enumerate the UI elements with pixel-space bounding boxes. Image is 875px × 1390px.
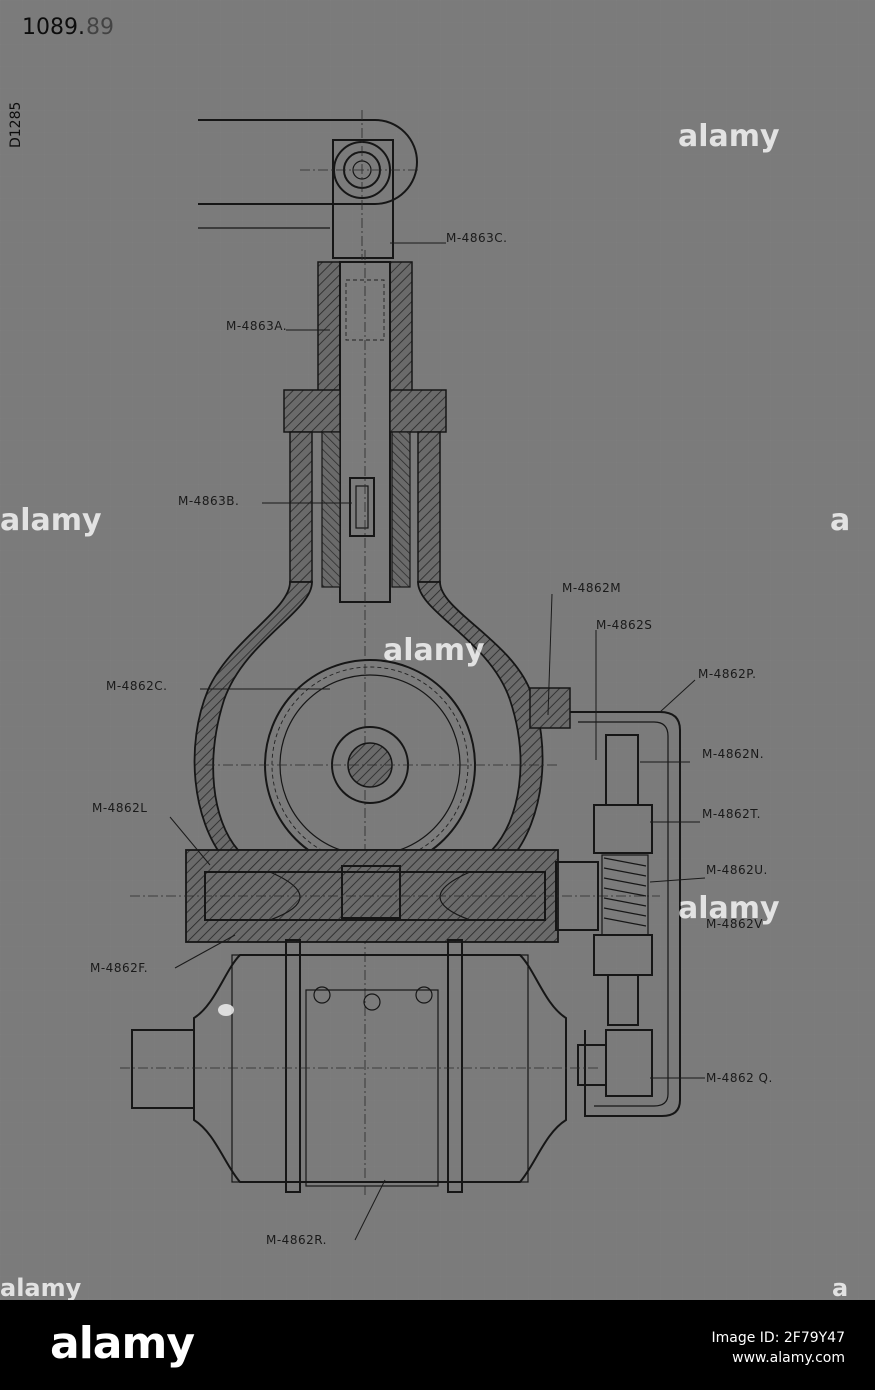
watermark-bottom-right: a xyxy=(832,1274,848,1300)
label-m4862c: M-4862C. xyxy=(106,679,167,693)
image-id-text: Image ID: 2F79Y47 xyxy=(711,1330,845,1346)
gear-casing xyxy=(193,581,571,871)
label-m4862n: M-4862N. xyxy=(702,747,764,761)
label-m4862f: M-4862F. xyxy=(90,961,148,975)
watermark-lower: alamy xyxy=(678,891,780,926)
label-m4863a: M-4863A. xyxy=(226,319,287,333)
motor xyxy=(120,939,600,1193)
blueprint-sheet: 1089. 89 D1285 xyxy=(0,0,875,1300)
watermark-right: a xyxy=(830,503,850,538)
mechanical-drawing: 1089. 89 D1285 xyxy=(0,0,875,1300)
footer-logo: alamy xyxy=(50,1318,195,1369)
label-m4862p: M-4862P. xyxy=(698,667,756,681)
sheet-number-faint: 89 xyxy=(86,15,114,40)
watermark-bottom-left: alamy xyxy=(0,1274,82,1300)
watermark-center: alamy xyxy=(383,633,485,668)
watermark-layer: alamy alamy alamy a alamy alamy a xyxy=(0,119,850,1300)
label-m4862t: M-4862T. xyxy=(702,807,761,821)
site-url-text: www.alamy.com xyxy=(732,1350,845,1366)
label-m4862v: M-4862V xyxy=(706,917,763,931)
label-m4862r: M-4862R. xyxy=(266,1233,327,1247)
side-code: D1285 xyxy=(8,102,24,148)
worm-shaft-block xyxy=(130,849,660,943)
label-m4862u: M-4862U. xyxy=(706,863,768,877)
label-m4862q: M-4862 Q. xyxy=(706,1071,773,1085)
stock-footer-bar: alamy Image ID: 2F79Y47 www.alamy.com xyxy=(0,1300,875,1390)
label-m4863c: M-4863C. xyxy=(446,231,507,245)
rod-housing xyxy=(283,250,447,1195)
watermark-left: alamy xyxy=(0,503,102,538)
label-m4862s: M-4862S xyxy=(596,618,652,632)
watermark-top-right: alamy xyxy=(678,119,780,154)
label-m4862l: M-4862L xyxy=(92,801,147,815)
clevis-assembly xyxy=(198,110,420,260)
label-m4862m: M-4862M xyxy=(562,581,621,595)
label-m4863b: M-4863B. xyxy=(178,494,239,508)
sheet-number: 1089. xyxy=(22,15,85,40)
footer-image-id: Image ID: 2F79Y47 www.alamy.com xyxy=(711,1328,845,1368)
gear-train-housing xyxy=(570,711,681,1117)
leader-lines xyxy=(169,242,706,1241)
